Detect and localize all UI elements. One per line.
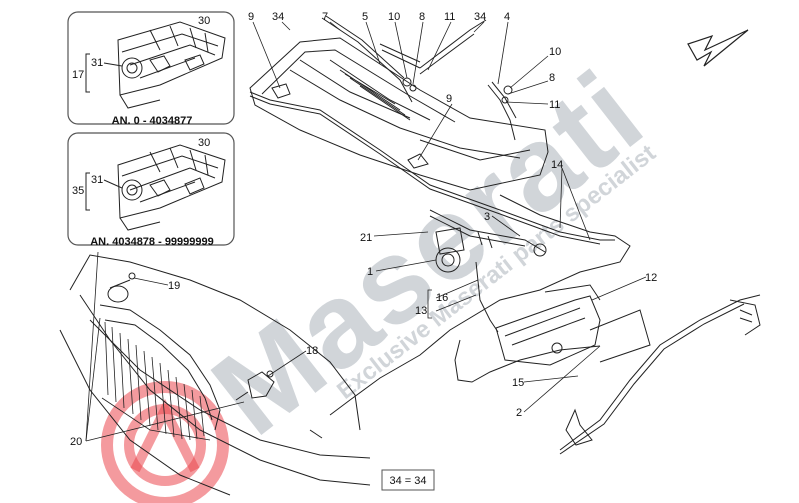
fog-lamp-right — [235, 370, 323, 439]
front-bumper — [59, 254, 371, 496]
callout-labels: 9 34 7 5 10 8 11 34 4 10 8 11 9 14 3 21 … — [70, 11, 657, 448]
legend-note-text: 34 = 34 — [389, 475, 426, 487]
callout-21: 21 — [360, 232, 372, 244]
inset-bottom-label-35: 35 — [72, 185, 84, 197]
callout-9-mid: 9 — [446, 93, 452, 105]
inset-top-label-17: 17 — [72, 69, 84, 81]
callout-10-top: 10 — [388, 11, 400, 23]
callout-11-right: 11 — [549, 99, 560, 111]
callout-5: 5 — [362, 11, 368, 23]
inset-top-label-30: 30 — [198, 15, 210, 27]
callout-34-right: 34 — [474, 11, 486, 23]
callout-15: 15 — [512, 377, 524, 389]
washer-reservoir — [495, 284, 651, 366]
inset-bottom-label-31: 31 — [91, 174, 103, 186]
callout-14: 14 — [551, 159, 563, 171]
callout-19: 19 — [168, 280, 180, 292]
callout-4: 4 — [504, 11, 510, 23]
legend-note: 34 = 34 — [381, 469, 435, 491]
callout-20: 20 — [70, 436, 82, 448]
direction-arrow-icon — [687, 29, 749, 67]
right-side-harness — [559, 294, 761, 455]
inset-top-label-31: 31 — [91, 57, 103, 69]
callout-16: 16 — [436, 292, 448, 304]
callout-leaders — [85, 21, 647, 442]
callout-13: 13 — [415, 305, 427, 317]
grille — [101, 321, 211, 441]
callout-8-top: 8 — [419, 11, 425, 23]
inset-top-caption: AN. 0 - 4034877 — [112, 115, 193, 127]
callout-9-top: 9 — [248, 11, 254, 23]
cowl-panel — [249, 37, 549, 191]
callout-10-right: 10 — [549, 46, 561, 58]
callout-12: 12 — [645, 272, 657, 284]
inset-bottom: 30 31 35 AN. 4034878 - 99999999 — [67, 132, 235, 248]
callout-18: 18 — [306, 345, 318, 357]
callout-11-top: 11 — [444, 11, 455, 23]
callout-1: 1 — [367, 266, 373, 278]
callout-7: 7 — [322, 11, 328, 23]
watermark: Maserati Exclusive Maserati parts specia… — [101, 45, 667, 503]
inset-top-part-drawing — [117, 21, 226, 109]
fog-lamp-left — [107, 272, 136, 303]
callout-3: 3 — [484, 211, 490, 223]
callout-8-right: 8 — [549, 72, 555, 84]
inset-bottom-caption: AN. 4034878 - 99999999 — [90, 236, 214, 248]
inset-top: 30 31 17 AN. 0 - 4034877 — [67, 11, 235, 127]
callout-34-left: 34 — [272, 11, 284, 23]
callout-2: 2 — [516, 407, 522, 419]
inset-bottom-part-drawing — [117, 144, 226, 231]
inset-bottom-label-30: 30 — [198, 137, 210, 149]
